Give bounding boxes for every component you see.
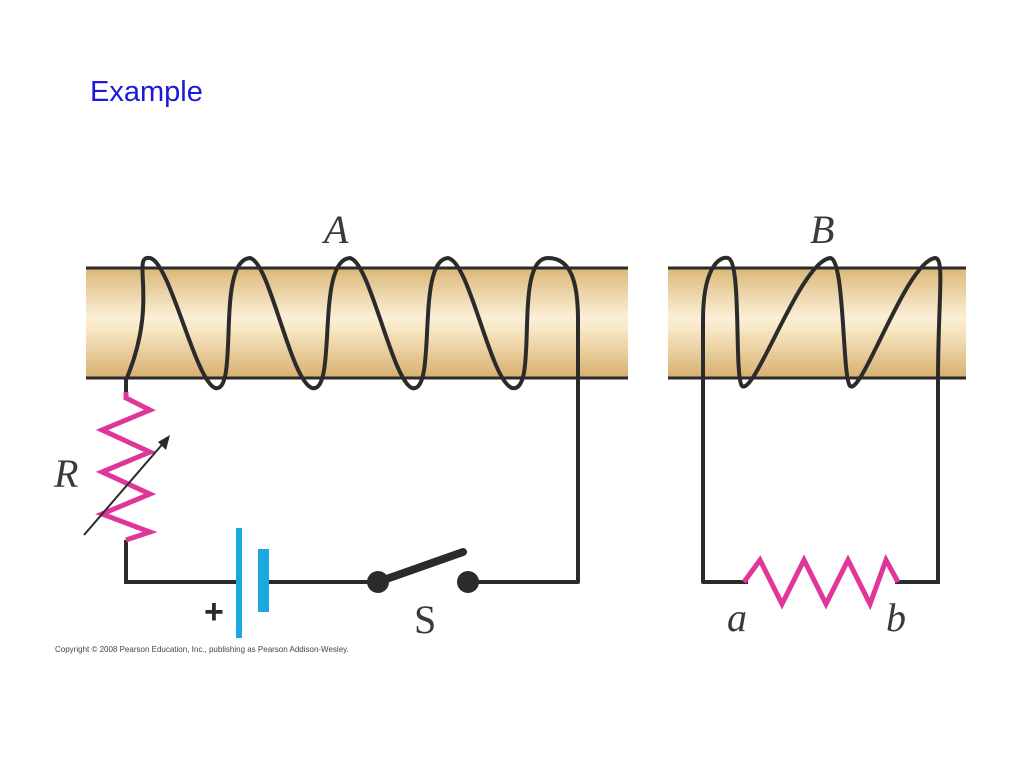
coil-a-label: A [321,207,349,252]
switch-contact [457,571,479,593]
battery-short-plate [258,549,269,612]
resistor-r [95,392,158,543]
terminal-b-label: b [886,595,906,640]
copyright-text: Copyright © 2008 Pearson Education, Inc.… [55,645,349,654]
resistor-r-label: R [53,451,78,496]
slide-title: Example [90,76,203,108]
battery-plus-label: + [204,593,224,631]
resistor-ab [741,553,901,611]
rod-b [668,266,966,380]
terminal-a-label: a [727,595,747,640]
coil-b-label: B [810,207,834,252]
variable-resistor-arrow-line [83,439,167,536]
switch-s-label: S [414,597,436,642]
circuit-a-wire-lower [124,540,240,584]
switch-blade [374,548,467,586]
circuit-b-wire [895,378,940,584]
coil-a-winding [124,255,580,584]
rod-a [86,266,628,380]
coil-b-winding [701,255,943,584]
battery-long-plate [236,528,242,638]
variable-resistor-arrowhead [158,435,170,450]
